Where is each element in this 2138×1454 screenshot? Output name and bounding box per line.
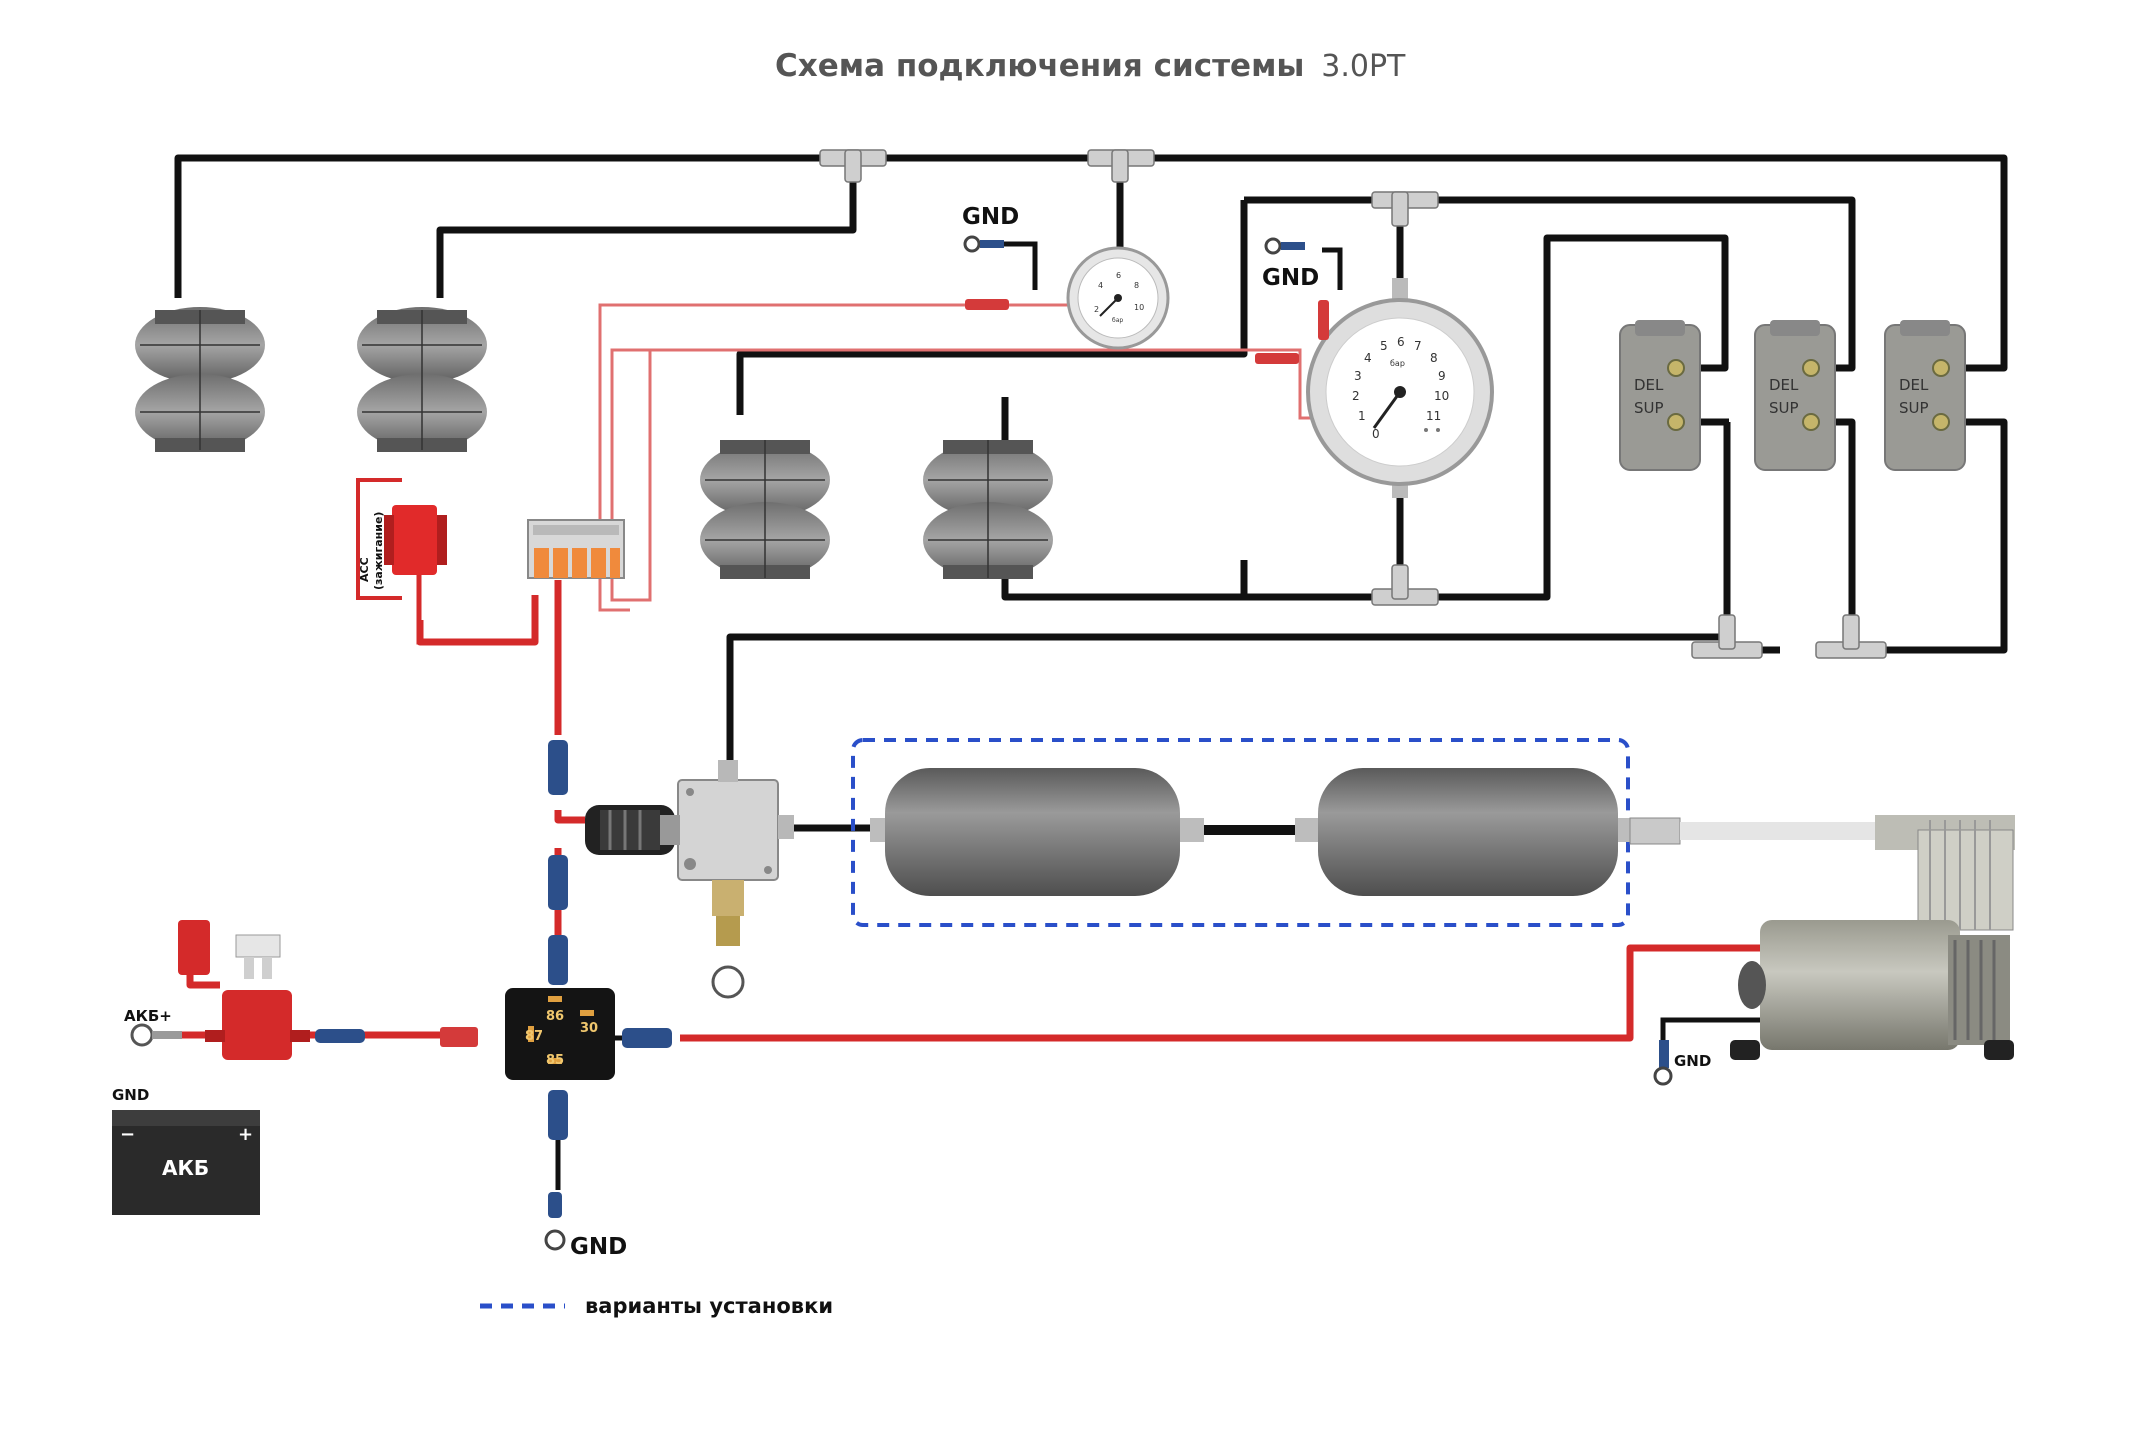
terminal-strip [527,519,625,579]
acc-ignition: ACC (зажигание) [356,478,447,600]
battery: − + АКБ [112,1110,260,1215]
large-gauge-tick-5: 5 [1380,339,1388,353]
signal-connector-3 [1318,300,1329,340]
large-gauge-tick-3: 3 [1354,369,1362,383]
small-gauge-tick-10: 10 [1134,303,1144,312]
valve-3-del: DEL [1899,376,1929,394]
pressure-gauge-small: 2 4 6 8 10 бар [1066,246,1170,350]
acc-label-line1: ACC [358,557,371,582]
large-gauge-tick-0: 0 [1372,427,1380,441]
large-gauge-tick-9: 9 [1438,369,1446,383]
relay: 86 87 30 85 [505,988,615,1080]
compressor [1629,815,2015,1060]
signal-connector-1 [965,299,1009,310]
valve-1: DEL SUP [1619,320,1701,471]
gnd-label-small-gauge: GND [962,204,1019,230]
small-gauge-tick-2: 2 [1094,305,1099,314]
valve-2: DEL SUP [1754,320,1836,471]
legend: варианты установки [480,1294,833,1318]
large-gauge-tick-4: 4 [1364,351,1372,365]
ring-terminal-relay-gnd [544,1229,566,1251]
small-gauge-unit: бар [1112,317,1123,324]
ring-terminal-small-gauge [963,235,1004,253]
blue-connectors [315,740,672,1218]
airbag-rear-left [700,440,830,579]
large-gauge-tick-8: 8 [1430,351,1438,365]
airbag-front-right [357,307,487,452]
relay-pin-87: 87 [525,1029,543,1044]
relay-pin-30: 30 [580,1021,598,1036]
airbag-rear-right [923,440,1053,579]
small-gauge-tick-8: 8 [1134,281,1139,290]
air-tank-1 [870,768,1204,896]
signal-connector-2 [1255,353,1299,364]
battery-label: АКБ [162,1156,209,1180]
installation-options-box [851,738,1630,927]
akb-plus-label: АКБ+ [124,1007,172,1025]
gnd-label-relay: GND [570,1234,627,1260]
valve-3: DEL SUP [1884,320,1966,471]
ring-terminal-compressor-gnd [1653,1040,1673,1086]
red-spade-connector [440,1027,478,1047]
diagram-title-main: Схема подключения системы [775,48,1304,84]
pressure-switch [585,805,680,855]
valve-2-del: DEL [1769,376,1799,394]
large-gauge-tick-11: 11 [1426,409,1441,423]
acc-label: ACC (зажигание) [358,512,385,590]
large-gauge-tick-2: 2 [1352,389,1360,403]
pressure-gauge-large: 0 1 2 3 4 5 6 7 8 9 10 11 бар [1306,278,1494,498]
acc-label-line2: (зажигание) [372,512,385,590]
small-gauge-tick-6: 6 [1116,271,1121,280]
small-gauge-tick-4: 4 [1098,281,1103,290]
battery-plus: + [238,1124,253,1145]
valve-block [677,760,794,999]
valve-3-sup: SUP [1899,399,1929,417]
gnd-label-compressor: GND [1674,1052,1711,1070]
relay-pin-86: 86 [546,1009,564,1024]
airbag-front-left [135,307,265,452]
gnd-label-battery: GND [112,1086,149,1104]
large-gauge-tick-7: 7 [1414,339,1422,353]
diagram-title: Схема подключения системы 3.0PT [775,48,1406,84]
large-gauge-unit: бар [1390,359,1405,368]
valve-1-del: DEL [1634,376,1664,394]
diagram-title-suffix: 3.0PT [1321,49,1406,84]
large-gauge-tick-1: 1 [1358,409,1366,423]
legend-text: варианты установки [585,1294,833,1318]
gnd-label-large-gauge: GND [1262,265,1319,291]
large-gauge-tick-10: 10 [1434,389,1449,403]
t-fittings [819,149,1887,659]
fuse-holder [178,920,310,1060]
battery-minus: − [120,1124,135,1145]
ring-terminal-akb-plus [130,1023,182,1047]
valve-2-sup: SUP [1769,399,1799,417]
air-tank-2 [1295,768,1640,896]
valve-1-sup: SUP [1634,399,1664,417]
relay-pin-85: 85 [546,1053,564,1068]
ring-terminal-large-gauge [1264,237,1305,255]
acc-to-strip-wire [416,575,538,645]
large-gauge-tick-6: 6 [1397,335,1405,349]
